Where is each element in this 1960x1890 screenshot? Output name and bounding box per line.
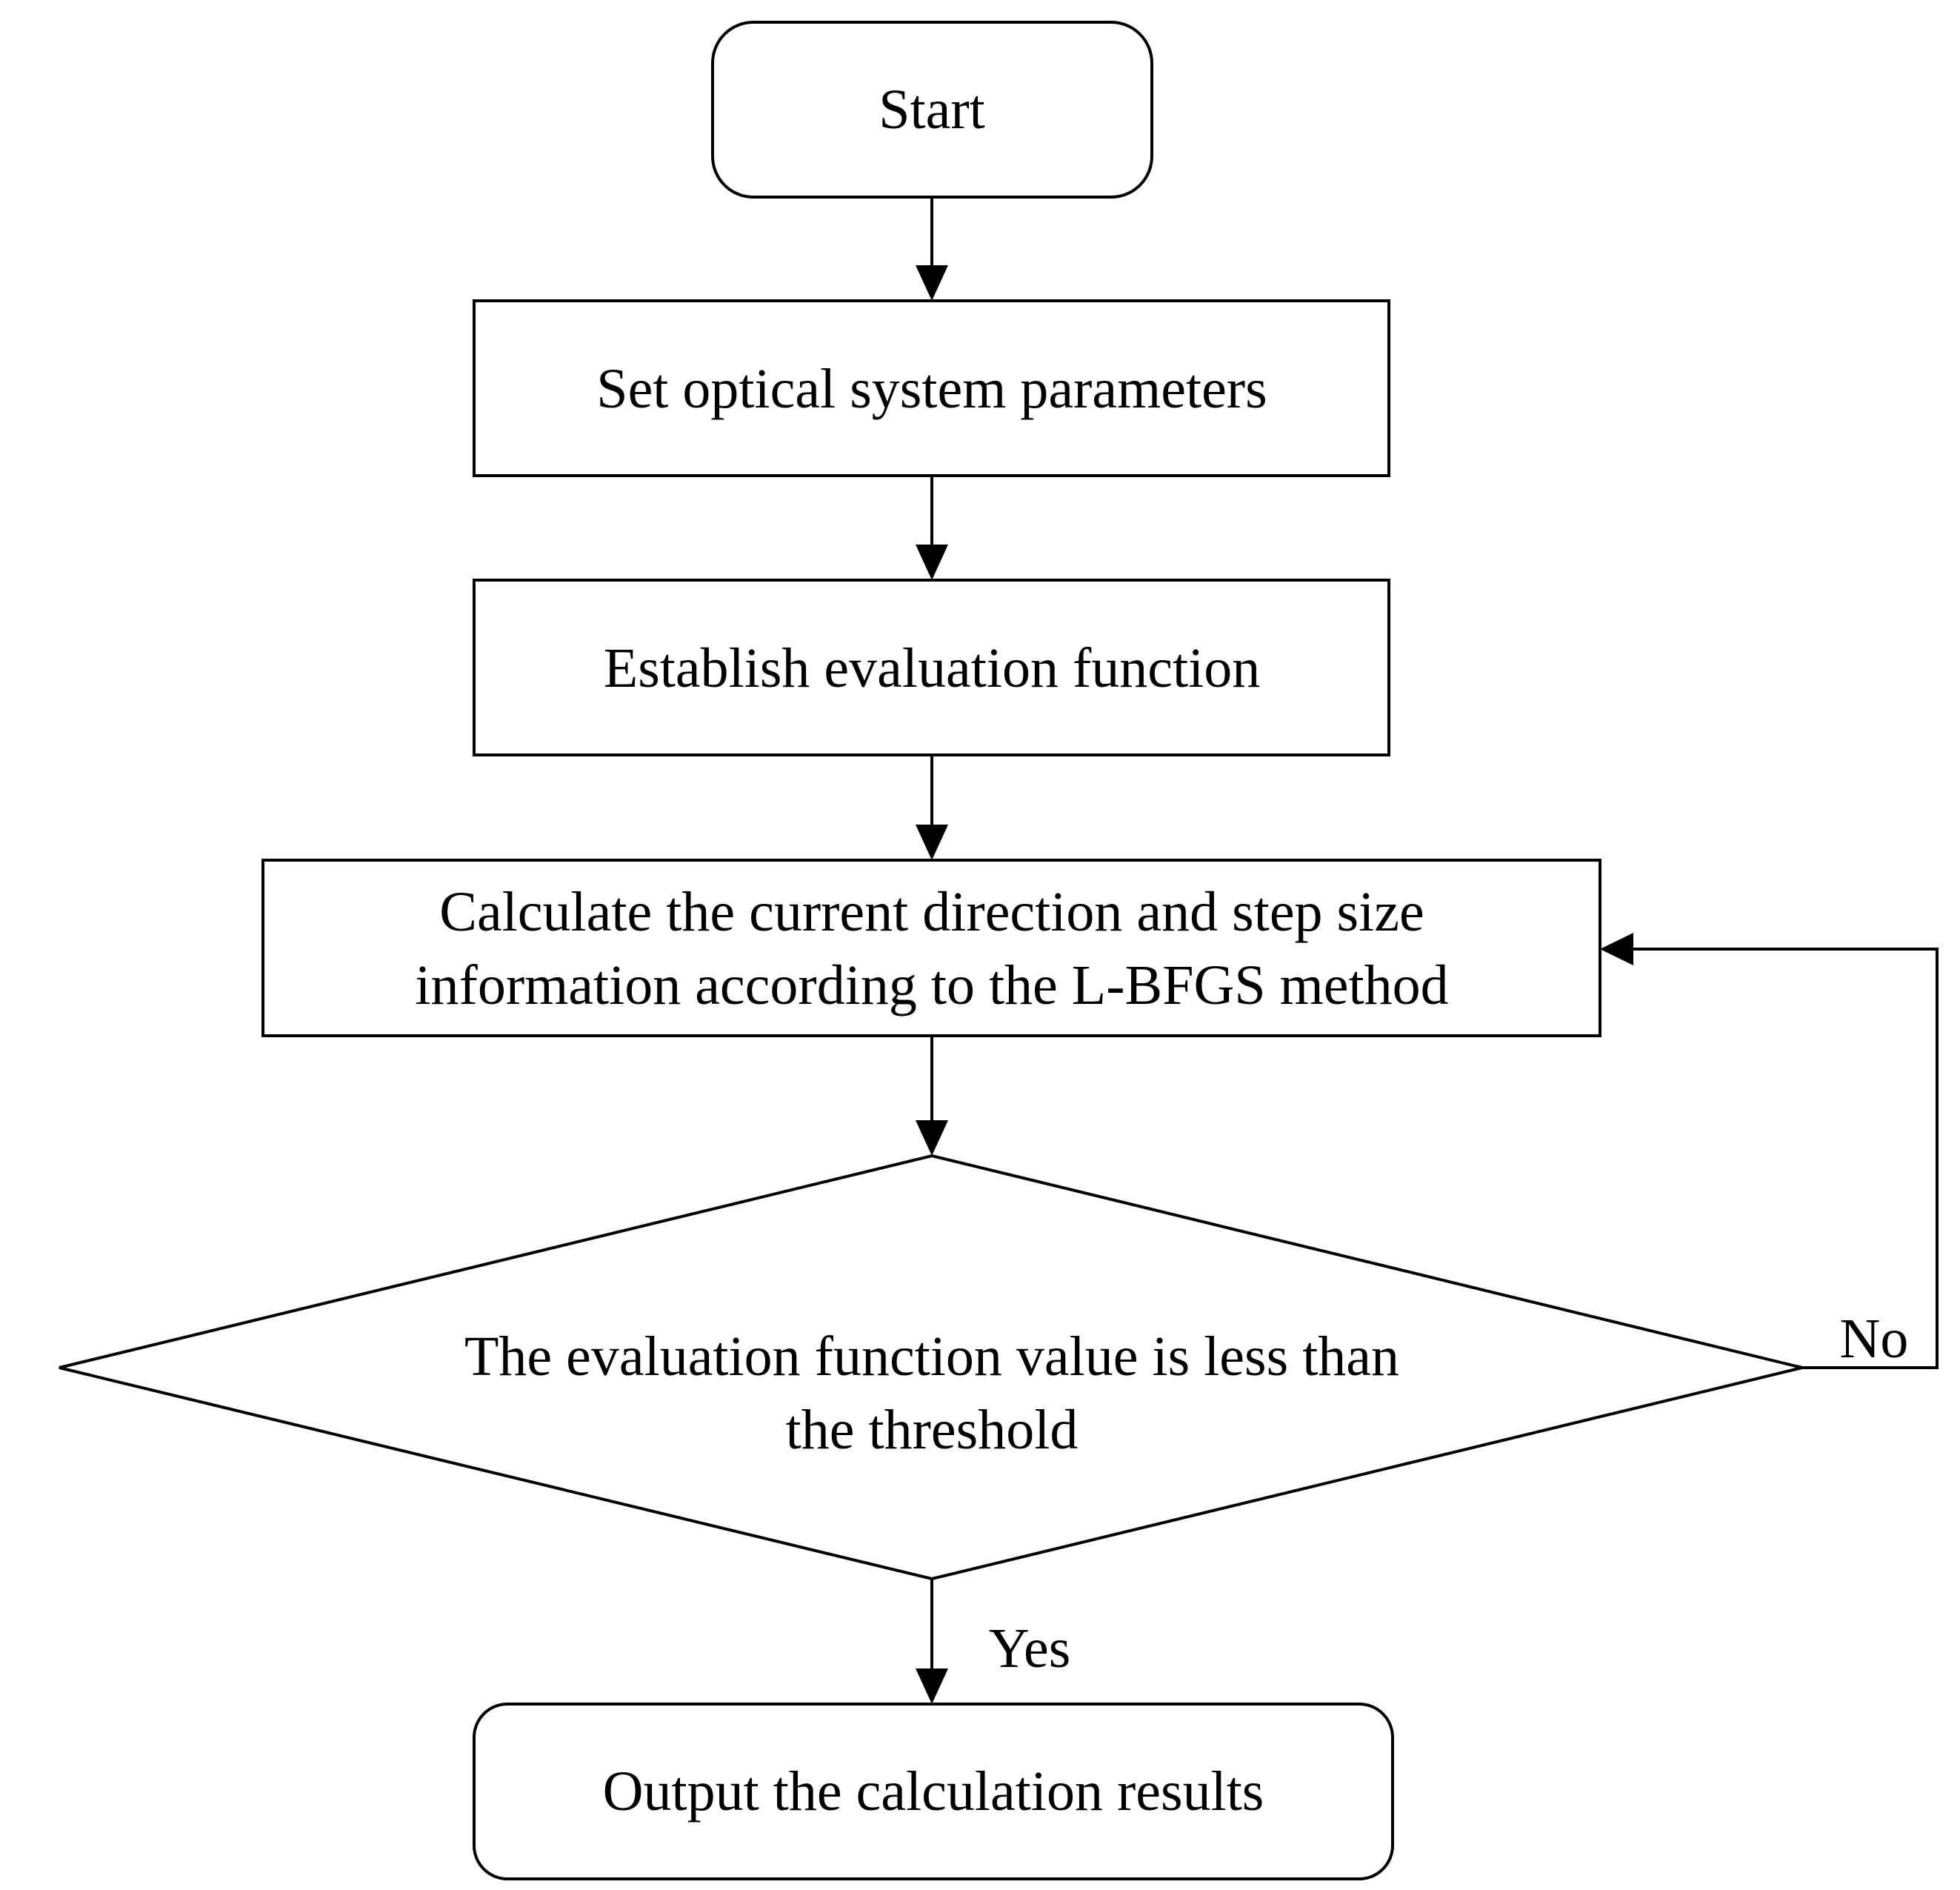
start-node-label: Start	[879, 79, 985, 141]
start-node: Start	[711, 21, 1153, 199]
arrowhead	[1600, 933, 1633, 965]
set-parameters-label: Set optical system parameters	[596, 358, 1267, 420]
output-node-label: Output the calculation results	[603, 1760, 1264, 1823]
set-parameters-node: Set optical system parameters	[473, 299, 1390, 477]
arrowhead	[916, 825, 948, 860]
arrow-start-to-set-parameters	[916, 197, 948, 301]
decision-node: The evaluation function value is less th…	[59, 1154, 1803, 1581]
arrowhead	[916, 265, 948, 301]
arrow-establish-function-to-calculate	[916, 755, 948, 860]
arrowhead	[916, 1120, 948, 1156]
loop-connector-line	[1631, 948, 1939, 1369]
calculate-shape	[261, 859, 1601, 1037]
arrowhead	[916, 545, 948, 580]
arrow-set-parameters-to-establish-function	[916, 476, 948, 580]
branch-no-label: No	[1840, 1308, 1909, 1370]
output-node-shape	[473, 1703, 1394, 1880]
decision-label-line2: the threshold	[786, 1399, 1079, 1461]
decision-label-line1: The evaluation function value is less th…	[464, 1325, 1399, 1388]
establish-function-node: Establish evaluation function	[473, 579, 1390, 756]
arrow-yes-branch: Yes	[916, 1579, 1070, 1704]
arrowhead	[916, 1668, 948, 1704]
establish-function-label: Establish evaluation function	[604, 637, 1260, 699]
output-node: Output the calculation results	[473, 1703, 1394, 1880]
calculate-label-line1: Calculate the current direction and step…	[439, 881, 1424, 943]
set-parameters-shape	[473, 299, 1390, 477]
calculate-label-line2: information according to the L-BFGS meth…	[415, 954, 1448, 1016]
branch-yes-label: Yes	[989, 1617, 1071, 1680]
arrow-no-branch-loop: No	[1600, 933, 1939, 1370]
arrow-calculate-to-decision	[916, 1036, 948, 1156]
calculate-node: Calculate the current direction and step…	[261, 859, 1601, 1037]
